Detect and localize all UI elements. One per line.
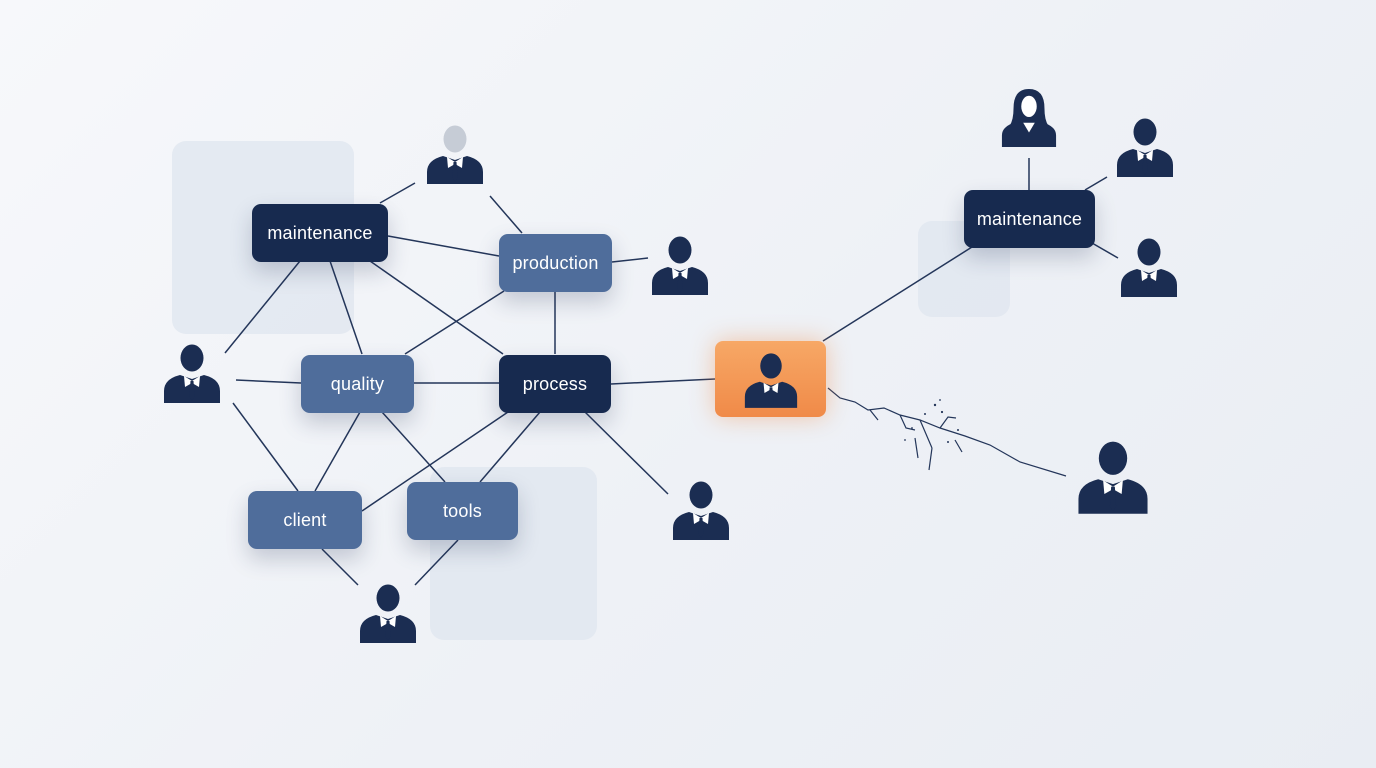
node-label: process <box>522 373 588 394</box>
link-line <box>1091 242 1119 259</box>
person-icon <box>673 481 729 540</box>
node-label: maintenance <box>267 222 373 243</box>
node-label: maintenance <box>976 208 1083 229</box>
link-line <box>822 246 973 342</box>
link-line <box>610 378 716 385</box>
node-process[interactable]: process <box>499 355 611 413</box>
broken-link <box>827 387 1067 477</box>
hub-node[interactable] <box>715 341 826 417</box>
node-label: client <box>283 509 327 530</box>
node-maintenance[interactable]: maintenance <box>252 204 388 262</box>
link-line <box>387 235 500 257</box>
link-line <box>584 411 669 495</box>
link-line <box>414 539 459 586</box>
person-icon <box>1121 238 1177 297</box>
link-line <box>224 260 301 354</box>
node-client[interactable]: client <box>248 491 362 549</box>
person-icon <box>652 236 708 295</box>
person-icon <box>1078 441 1148 514</box>
link-line <box>489 195 523 234</box>
link-line <box>1084 176 1108 191</box>
link-line <box>321 548 359 586</box>
person-icon <box>1117 118 1173 177</box>
link-line <box>611 257 649 263</box>
person-icon <box>164 344 220 403</box>
link-line <box>314 411 361 492</box>
link-line <box>232 402 299 492</box>
link-line <box>329 260 363 355</box>
node-label: production <box>512 252 599 273</box>
crack-debris <box>904 399 959 443</box>
link-line <box>381 411 446 483</box>
person-icon <box>427 125 483 184</box>
node-maintenance-right[interactable]: maintenance <box>964 190 1095 248</box>
link-line <box>361 411 509 512</box>
link-line <box>479 411 541 483</box>
link-line <box>369 260 504 355</box>
person-icon <box>744 353 797 408</box>
link-line <box>235 379 302 384</box>
link-line <box>379 182 416 204</box>
node-tools[interactable]: tools <box>407 482 518 540</box>
person-icon <box>360 584 416 643</box>
node-label: tools <box>442 500 483 521</box>
node-label: quality <box>330 373 385 394</box>
link-line <box>404 290 505 355</box>
node-quality[interactable]: quality <box>301 355 414 413</box>
woman-icon <box>1001 88 1057 147</box>
node-production[interactable]: production <box>499 234 612 292</box>
